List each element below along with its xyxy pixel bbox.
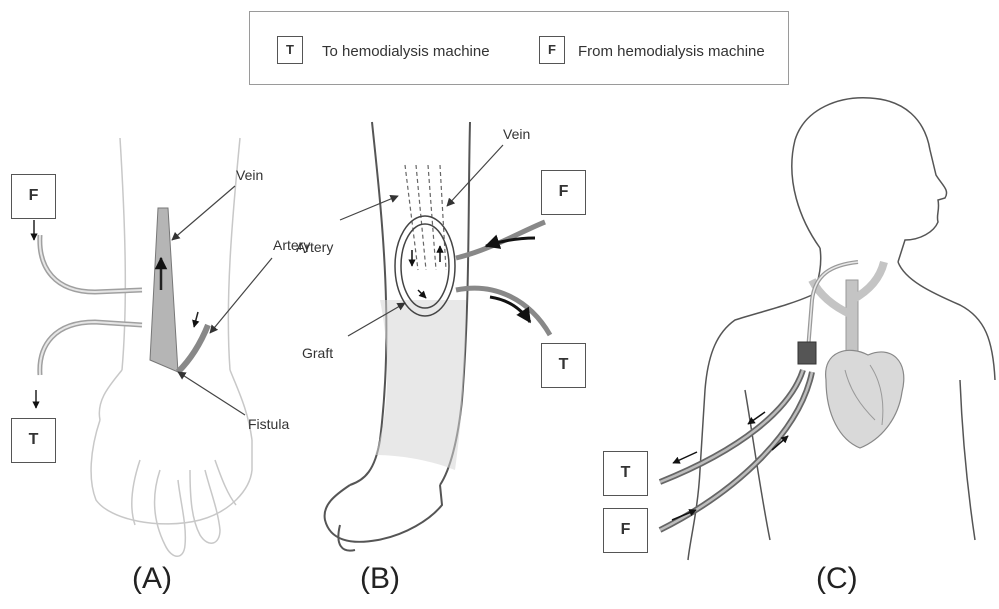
torso-outline [688, 98, 995, 560]
panel-a-fistula-label: Fistula [248, 416, 289, 432]
panel-a-from-tag: F [11, 174, 56, 219]
graft-flow-arrows [412, 246, 440, 298]
panel-b-artery-label: Artery [296, 239, 333, 255]
panel-c-from-tag: F [603, 508, 648, 553]
panel-b-graft-label: Graft [302, 345, 333, 361]
panel-b-drawing [325, 122, 550, 551]
legend-to-key: T [277, 36, 303, 64]
panel-b-vein-label: Vein [503, 126, 530, 142]
panel-c-label: (C) [816, 562, 858, 596]
needle-tubes-b [456, 222, 550, 335]
panel-c-to-tag: T [603, 451, 648, 496]
legend-to-text: To hemodialysis machine [322, 43, 490, 60]
legend-from-key: F [539, 36, 565, 64]
panel-b-to-tag: T [541, 343, 586, 388]
arm-shading [375, 300, 466, 470]
panel-a-vein-label: Vein [236, 167, 263, 183]
vein-vessel [150, 208, 208, 372]
panel-a-drawing [34, 138, 272, 556]
needle-tubes-inner [40, 235, 142, 375]
panel-b-from-tag: F [541, 170, 586, 215]
legend-from-text: From hemodialysis machine [578, 43, 765, 60]
legend-box: T To hemodialysis machine F From hemodia… [249, 11, 789, 85]
panel-c-drawing [660, 98, 995, 560]
panel-b-label: (B) [360, 562, 400, 596]
panel-a-label: (A) [132, 562, 172, 596]
panel-a-to-tag: T [11, 418, 56, 463]
needle-tubes [40, 235, 142, 375]
heart-and-vessels [812, 262, 904, 448]
leader-lines-a [172, 186, 272, 415]
